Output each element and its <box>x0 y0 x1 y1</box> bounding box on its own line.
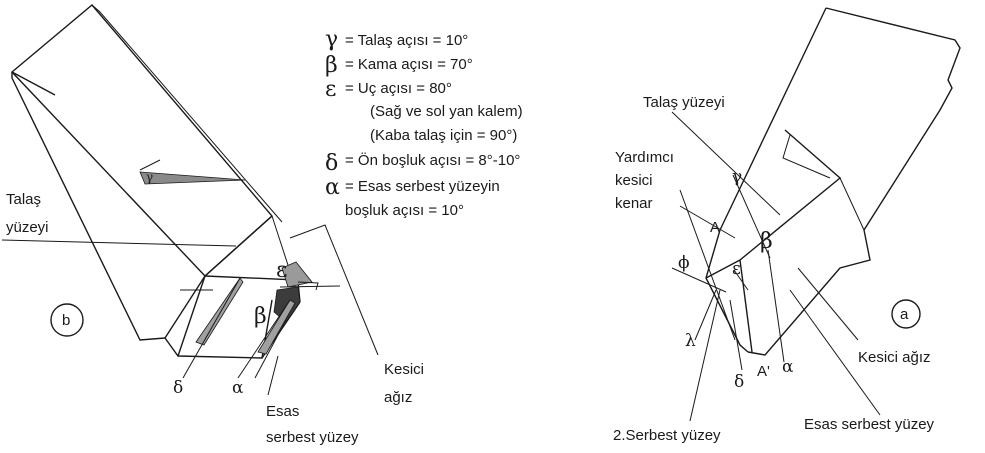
left-kesici-line1: Kesici <box>384 361 424 378</box>
right-alpha-symbol: α <box>782 357 794 377</box>
legend-text-4: (Kaba talaş için = 90°) <box>370 127 517 144</box>
right-epsilon-symbol: ε <box>732 259 741 279</box>
legend-text-0: = Talaş açısı = 10° <box>345 32 468 49</box>
legend-text-2: = Uç açısı = 80° <box>345 80 452 97</box>
left-esas-line2: serbest yüzey <box>266 429 359 446</box>
left-beta-symbol: β <box>254 304 267 329</box>
left-circle-label: b <box>62 312 70 329</box>
legend-text-5: = Ön boşluk açısı = 8°-10° <box>345 151 520 169</box>
legend-sym-2: ε <box>325 77 336 102</box>
legend-sym-6: α <box>325 175 340 200</box>
right-delta-symbol: δ <box>734 372 744 392</box>
legend-text-7: boşluk açısı = 10° <box>345 202 464 219</box>
left-esas-line1: Esas <box>266 403 299 420</box>
right-talas-yuzeyi: Talaş yüzeyi <box>643 94 725 111</box>
right-2-serbest-yuzey: 2.Serbest yüzey <box>613 427 721 444</box>
left-talas-yuzeyi-line2: yüzeyi <box>6 219 49 236</box>
legend-text-3: (Sağ ve sol yan kalem) <box>370 103 523 120</box>
left-delta-symbol: δ <box>173 378 183 398</box>
right-esas-serbest-yuzey: Esas serbest yüzey <box>804 416 935 433</box>
right-yardimci-line3: kenar <box>615 195 653 212</box>
right-point-a-prime: A' <box>757 363 770 380</box>
legend-text-6: = Esas serbest yüzeyin <box>345 178 500 195</box>
right-phi-symbol: ϕ <box>678 253 690 273</box>
left-gamma-symbol: γ <box>146 170 153 184</box>
left-alpha-symbol: α <box>232 378 244 398</box>
legend-text-1: = Kama açısı = 70° <box>345 56 473 73</box>
left-tool-drawing <box>1 4 379 396</box>
right-tool-drawing <box>671 7 961 422</box>
legend-sym-1: β <box>325 53 338 78</box>
left-kesici-line2: ağız <box>384 389 412 406</box>
angle-legend: γ = Talaş açısı = 10° β = Kama açısı = 7… <box>325 27 523 219</box>
right-gamma-symbol: γ <box>732 167 742 187</box>
right-lambda-symbol: λ <box>685 331 696 351</box>
left-epsilon-symbol: ε <box>276 258 287 283</box>
right-circle-label: a <box>900 306 909 323</box>
legend-sym-0: γ <box>325 27 338 52</box>
right-kesici-agiz: Kesici ağız <box>858 349 931 366</box>
right-beta-symbol: β <box>760 229 773 254</box>
legend-sym-5: δ <box>325 151 338 176</box>
right-yardimci-line1: Yardımcı <box>615 149 674 166</box>
left-talas-yuzeyi-line1: Talaş <box>6 191 41 208</box>
right-point-a: A <box>710 219 720 236</box>
right-yardimci-line2: kesici <box>615 172 653 189</box>
